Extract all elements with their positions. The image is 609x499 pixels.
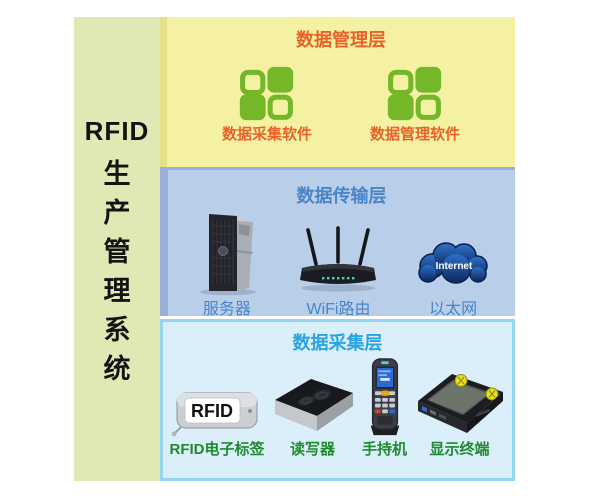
system-title-char-2: 产 [103, 197, 131, 228]
software-grid-icon [388, 66, 442, 121]
reader-icon [274, 379, 353, 431]
item-label: RFID电子标签 [169, 441, 265, 458]
item-label: 以太网 [429, 301, 478, 318]
item-data-management-software: 数据管理软件 [370, 65, 460, 144]
item-internet-cloud: Internet 以太网 [412, 236, 494, 319]
display-terminal-icon [417, 374, 503, 433]
item-label: 数据管理软件 [369, 126, 460, 143]
layer-data-collection-title: 数据采集层 [292, 333, 383, 353]
internet-cloud-icon: Internet [418, 242, 488, 284]
item-handheld: 手持机 [361, 357, 409, 459]
system-title-char-5: 系 [103, 314, 131, 345]
management-items-row: 数据采集软件 数据管理软件 [167, 65, 515, 144]
item-reader: 读写器 [270, 373, 356, 459]
system-title-band: RFID 生 产 管 理 系 统 [74, 17, 160, 481]
system-title-char-1: 生 [103, 158, 131, 189]
item-wifi-router: WiFi路由 [294, 222, 382, 319]
server-icon [199, 214, 256, 296]
layer-data-transmission-title: 数据传输层 [296, 186, 387, 206]
item-server: 服务器 [189, 210, 265, 319]
layer-data-collection: 数据采集层 RFID RFID电子标签 [160, 319, 515, 481]
collection-items-row: RFID RFID电子标签 [163, 357, 512, 459]
item-label: WiFi路由 [306, 301, 371, 318]
handheld-icon [370, 358, 399, 436]
system-title-char-3: 管 [103, 236, 131, 267]
rfid-tag-text: RFID [191, 401, 233, 421]
transmission-items-row: 服务器 WiFi路由 [168, 210, 515, 319]
rfid-tag-icon: RFID [171, 392, 258, 437]
item-label: 数据采集软件 [221, 126, 312, 143]
item-label: 手持机 [361, 441, 407, 458]
item-display-terminal: 显示终端 [414, 367, 506, 459]
system-title-char-6: 统 [103, 353, 131, 384]
item-data-collection-software: 数据采集软件 [222, 65, 312, 144]
item-label: 显示终端 [429, 441, 490, 458]
layer-data-management: 数据管理层 数据采集软件 数据管理软件 [160, 17, 515, 167]
item-label: 服务器 [202, 301, 251, 318]
item-label: 读写器 [289, 441, 335, 458]
internet-cloud-text: Internet [436, 261, 473, 272]
wifi-router-icon [300, 226, 377, 292]
layer-data-management-title: 数据管理层 [296, 30, 386, 50]
software-grid-icon [240, 66, 294, 121]
system-title-latin: RFID [84, 115, 150, 146]
layer-data-transmission: 数据传输层 [160, 167, 515, 319]
item-rfid-tag: RFID RFID电子标签 [170, 387, 265, 459]
system-title-char-4: 理 [103, 275, 131, 306]
